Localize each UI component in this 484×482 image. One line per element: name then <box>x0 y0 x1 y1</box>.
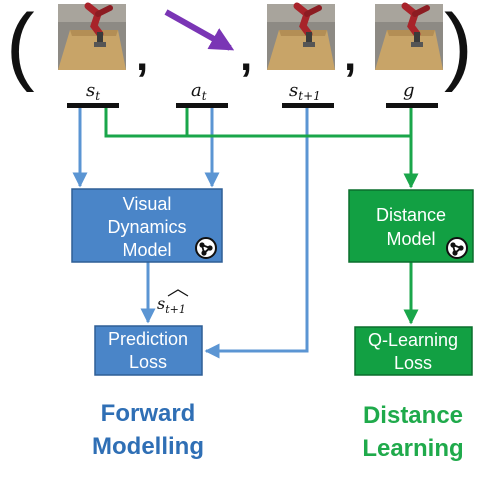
label-st: st <box>86 80 100 103</box>
prediction-loss-box: Prediction Loss <box>94 325 203 376</box>
label-at: at <box>191 80 207 103</box>
comma-1: , <box>136 31 148 80</box>
action-arrow <box>164 9 235 51</box>
svg-text:Prediction: Prediction <box>108 329 188 349</box>
svg-text:Visual: Visual <box>123 194 172 214</box>
bar-g <box>386 103 438 108</box>
close-paren: ) <box>444 0 473 93</box>
svg-text:Dynamics: Dynamics <box>107 217 186 237</box>
state-image-st <box>58 4 126 70</box>
label-st1: st+1 <box>289 80 321 103</box>
comma-2: , <box>240 31 252 80</box>
green-connectors <box>104 108 419 325</box>
bar-st <box>67 103 119 108</box>
visual-dynamics-model-box: Visual Dynamics Model <box>71 188 223 263</box>
q-learning-loss-box: Q-Learning Loss <box>354 326 473 376</box>
bar-at <box>176 103 228 108</box>
goal-image <box>375 4 443 70</box>
svg-text:Model: Model <box>386 229 435 249</box>
predicted-state-hat <box>167 289 189 297</box>
label-g: g <box>403 80 415 101</box>
blue-connectors <box>72 108 309 359</box>
svg-text:Forward: Forward <box>101 400 196 427</box>
svg-text:Model: Model <box>122 240 171 260</box>
predicted-state-label: st+1 <box>157 294 186 316</box>
open-paren: ( <box>6 0 35 93</box>
svg-text:Distance: Distance <box>363 402 463 429</box>
svg-text:Learning: Learning <box>362 435 463 462</box>
distance-model-box: Distance Model <box>348 189 474 263</box>
state-image-st1 <box>267 4 335 70</box>
distance-learning-heading: Distance Learning <box>362 402 463 462</box>
network-icon <box>446 237 468 259</box>
svg-text:Loss: Loss <box>129 352 167 372</box>
svg-text:Q-Learning: Q-Learning <box>368 330 458 350</box>
comma-3: , <box>344 31 356 80</box>
svg-text:Distance: Distance <box>376 205 446 225</box>
bar-st1 <box>282 103 334 108</box>
svg-text:Loss: Loss <box>394 353 432 373</box>
forward-modelling-heading: Forward Modelling <box>92 400 204 460</box>
svg-text:Modelling: Modelling <box>92 433 204 460</box>
network-icon <box>195 237 217 259</box>
